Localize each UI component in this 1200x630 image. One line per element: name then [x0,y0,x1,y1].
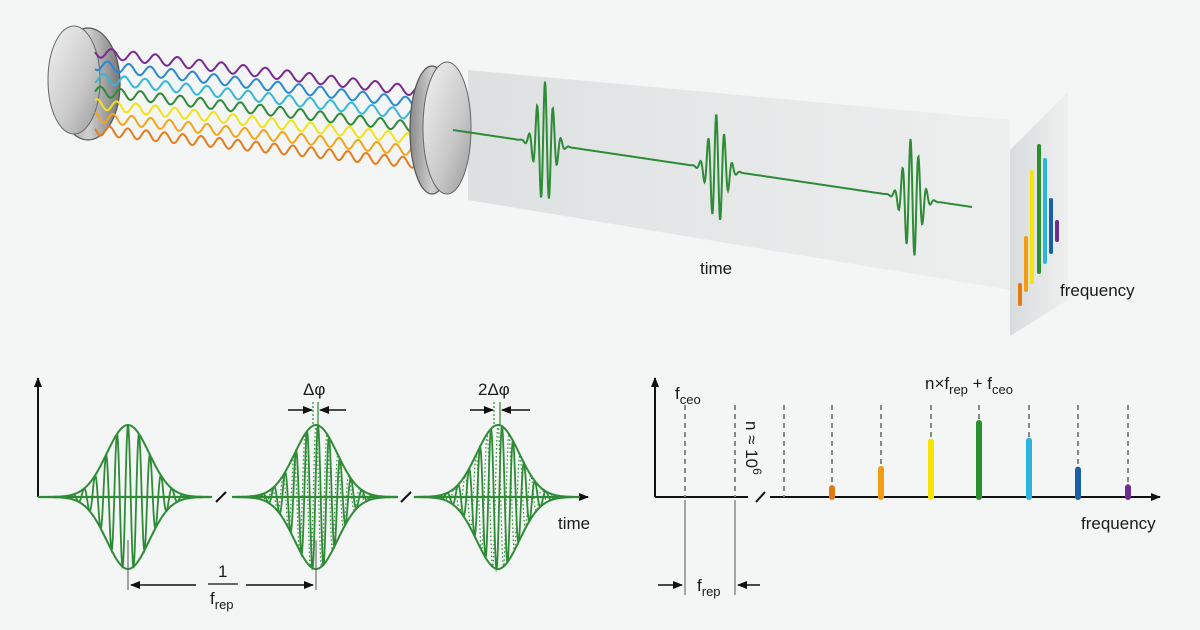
cavity-wave [94,98,426,146]
cavity-wave [94,60,426,110]
frequency-comb-plot: frequency fceo n ≈ 106 n×frep + fceo fre… [651,374,1161,599]
time-label-bottom: time [558,514,590,533]
cavity-wave [94,85,426,133]
n-approx-label: n ≈ 106 [742,421,764,475]
frep-spacing-marker: frep [658,500,760,599]
cavity-wave [94,47,426,97]
delta-phi-marker: Δφ [288,380,346,425]
delta-phi-label: Δφ [303,380,325,399]
cavity-wave [94,111,426,158]
frequency-label-bottom: frequency [1081,514,1156,533]
pulse-train-top [452,81,973,256]
cavity-wave [94,72,426,122]
pulse-train-wave [452,81,973,256]
frequency-label-top: frequency [1060,281,1135,300]
frep-label: frep [697,576,721,599]
axis-break-1 [215,491,227,503]
two-delta-phi-label: 2Δφ [478,380,510,399]
axis-break-2 [400,491,412,503]
spectrum-bars-top [1018,144,1059,306]
cavity-wave [94,125,426,169]
laser-cavity [47,25,472,195]
carrier-wave [48,424,208,569]
period-denominator: frep [210,589,234,612]
beam-output-region [468,70,1068,336]
period-marker: 1 frep [127,540,317,612]
period-numerator: 1 [218,562,227,581]
axis-break-freq [755,491,766,503]
carrier-wave [417,426,578,572]
right-mirror [409,61,472,195]
time-domain-plot: time Δφ 2Δφ 1 frep [34,377,590,612]
pulses-bottom [46,423,580,572]
pulse-envelope-top [46,423,210,498]
carrier-wave [236,425,397,571]
fceo-label: fceo [675,384,701,407]
left-mirror [47,25,121,141]
two-delta-phi-marker: 2Δφ [470,380,530,425]
reference-wave [418,424,578,569]
beam-shadow [468,70,1010,290]
comb-formula-label: n×frep + fceo [925,374,1013,397]
reference-wave [236,424,396,569]
time-label-top: time [700,259,732,278]
comb-lines [829,405,1131,500]
pulse-envelope-top [416,423,580,498]
cavity-waves [94,47,426,169]
